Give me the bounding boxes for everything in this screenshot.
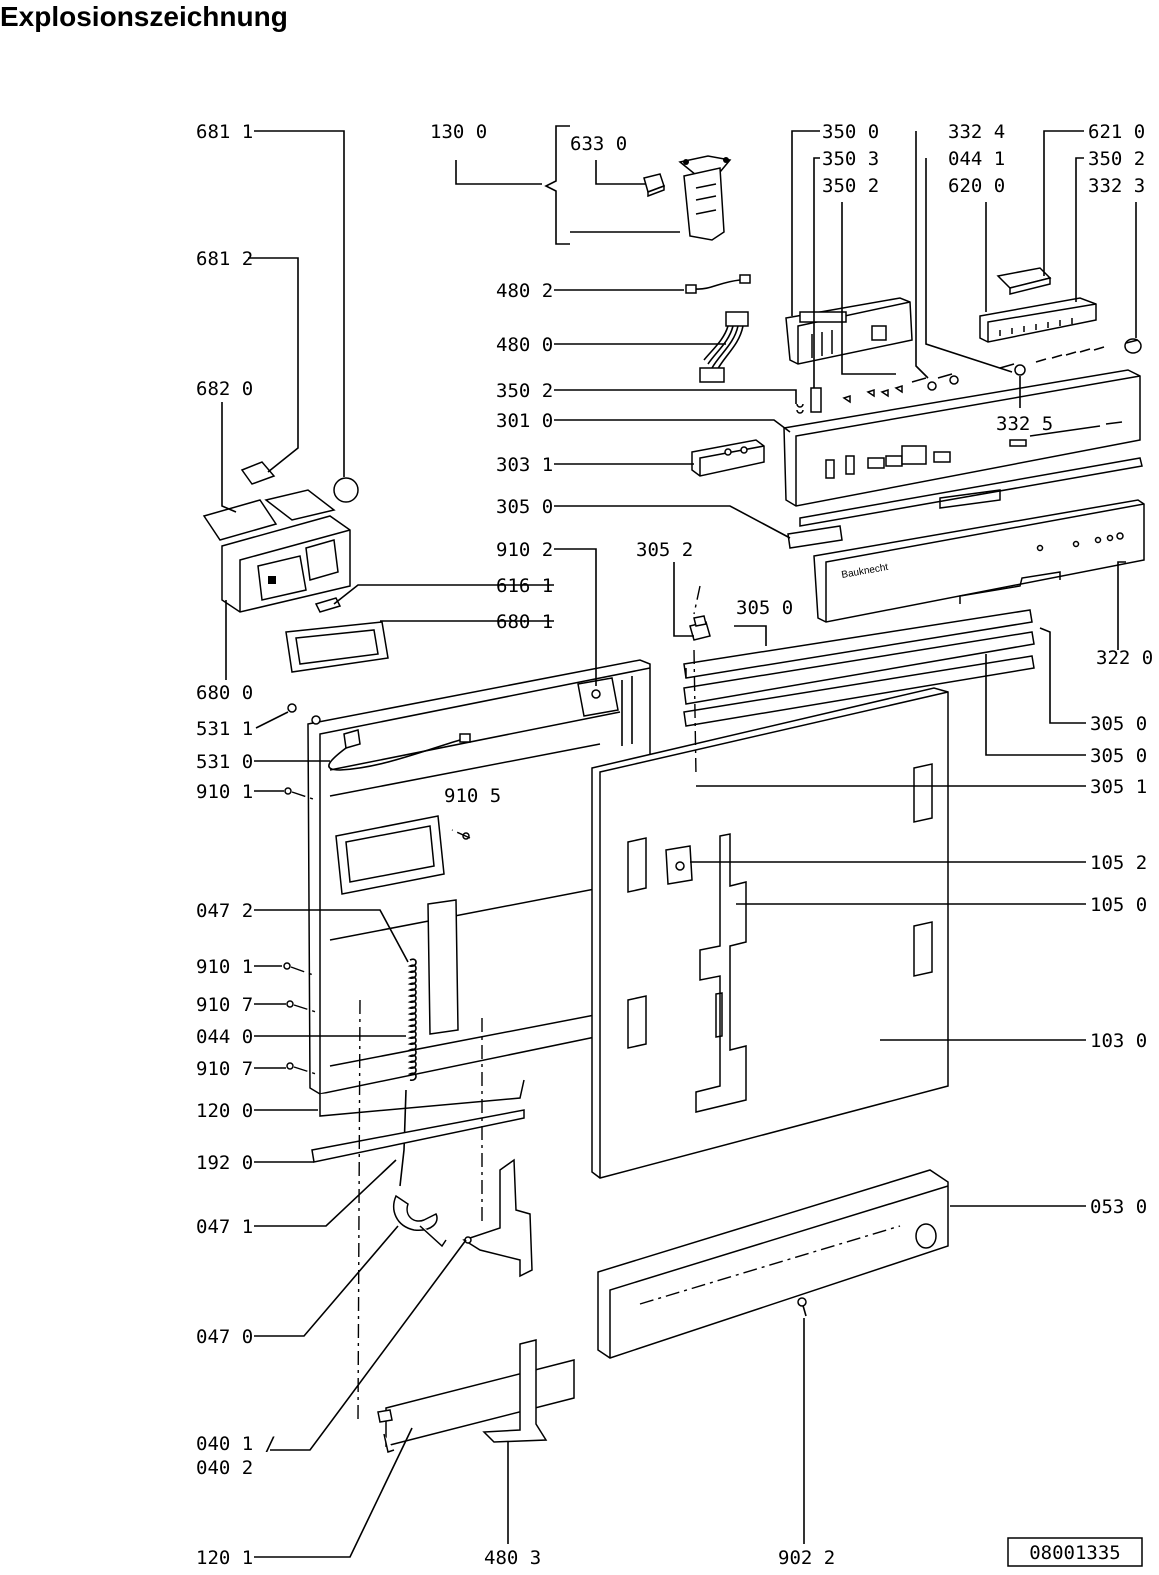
label-301-0: 301 0 xyxy=(496,410,553,432)
part-0530-bottom-bar xyxy=(597,1169,949,1359)
part-3502-clips xyxy=(796,373,959,414)
label-682-0: 682 0 xyxy=(196,378,253,400)
label-350-2-top: 350 2 xyxy=(1088,148,1145,170)
label-332-3: 332 3 xyxy=(1088,175,1145,197)
label-105-2: 105 2 xyxy=(1090,852,1147,874)
part-0470-hinge xyxy=(393,1194,447,1248)
label-531-0: 531 0 xyxy=(196,751,253,773)
part-6812-lid xyxy=(240,461,276,485)
label-047-1: 047 1 xyxy=(196,1216,253,1238)
label-910-1-a: 910 1 xyxy=(196,781,253,803)
label-332-4: 332 4 xyxy=(948,121,1005,143)
part-3220-fascia: Bauknecht xyxy=(813,499,1145,623)
part-3500-board xyxy=(785,297,913,365)
drawing-number-box xyxy=(1007,1537,1143,1567)
label-910-2: 910 2 xyxy=(496,539,553,561)
part-4802-cable xyxy=(685,274,751,294)
label-902-2: 902 2 xyxy=(778,1547,835,1569)
label-350-2: 350 2 xyxy=(822,175,879,197)
part-6200-module xyxy=(979,297,1105,363)
label-305-0-a: 305 0 xyxy=(496,496,553,518)
label-350-2-mid: 350 2 xyxy=(496,380,553,402)
screws-910 xyxy=(283,787,471,1075)
label-910-7-b: 910 7 xyxy=(196,1058,253,1080)
drawing-number: 08001335 xyxy=(1029,1542,1121,1564)
part-3031-button-block xyxy=(691,439,765,477)
label-621-0: 621 0 xyxy=(1088,121,1145,143)
part-3323-knob xyxy=(1124,338,1142,354)
label-322-0: 322 0 xyxy=(1096,647,1153,669)
leader-lines xyxy=(221,130,1137,1558)
label-120-1: 120 1 xyxy=(196,1547,253,1569)
part-latch-assembly xyxy=(678,155,732,241)
part-1030-door-panel xyxy=(591,687,949,1179)
part-633-clip xyxy=(643,173,665,198)
part-6820-dispenser xyxy=(202,489,351,613)
label-680-1: 680 1 xyxy=(496,611,553,633)
label-680-0: 680 0 xyxy=(196,682,253,704)
label-305-0-c: 305 0 xyxy=(1090,713,1147,735)
label-350-3: 350 3 xyxy=(822,148,879,170)
label-120-0: 120 0 xyxy=(196,1100,253,1122)
part-6161-clip xyxy=(314,597,342,613)
part-6210-board xyxy=(996,267,1052,295)
label-480-2: 480 2 xyxy=(496,280,553,302)
label-047-0: 047 0 xyxy=(196,1326,253,1348)
bracket-1300 xyxy=(544,125,570,245)
part-0472-spring xyxy=(399,958,417,1187)
part-3050-rails xyxy=(683,609,1035,727)
part-1200-inner-door xyxy=(307,659,651,1117)
label-910-1-b: 910 1 xyxy=(196,956,253,978)
label-480-3: 480 3 xyxy=(484,1547,541,1569)
part-labels: 681 1 130 0 633 0 350 0 332 4 621 0 350 … xyxy=(196,121,1153,1569)
part-3503-strip xyxy=(810,387,822,413)
label-480-0: 480 0 xyxy=(496,334,553,356)
label-910-7-a: 910 7 xyxy=(196,994,253,1016)
label-332-5: 332 5 xyxy=(996,413,1053,435)
part-6801-seal xyxy=(285,621,389,673)
part-9022-screw xyxy=(797,1297,807,1317)
label-681-1: 681 1 xyxy=(196,121,253,143)
label-053-0: 053 0 xyxy=(1090,1196,1147,1218)
label-044-1: 044 1 xyxy=(948,148,1005,170)
part-4800-harness xyxy=(699,311,749,383)
assembly-axes xyxy=(357,585,701,1421)
label-044-0: 044 0 xyxy=(196,1026,253,1048)
label-305-0-d: 305 0 xyxy=(1090,745,1147,767)
label-910-5: 910 5 xyxy=(444,785,501,807)
parts: Bauknecht xyxy=(202,125,1145,1453)
label-047-2: 047 2 xyxy=(196,900,253,922)
label-192-0: 192 0 xyxy=(196,1152,253,1174)
label-616-1: 616 1 xyxy=(496,575,553,597)
part-4803-bracket xyxy=(482,1339,548,1443)
label-305-1: 305 1 xyxy=(1090,776,1147,798)
label-350-0: 350 0 xyxy=(822,121,879,143)
label-040-2: 040 2 xyxy=(196,1457,253,1479)
part-0401-bracket xyxy=(462,1158,533,1278)
part-5310-cable xyxy=(328,729,471,771)
label-633-0: 633 0 xyxy=(570,133,627,155)
label-130-0: 130 0 xyxy=(430,121,487,143)
label-103-0: 103 0 xyxy=(1090,1030,1147,1052)
label-105-0: 105 0 xyxy=(1090,894,1147,916)
part-6811-cap xyxy=(333,477,359,503)
part-3325-knob xyxy=(1014,364,1026,376)
label-040-1: 040 1 / xyxy=(196,1433,276,1455)
label-305-2: 305 2 xyxy=(636,539,693,561)
label-303-1: 303 1 xyxy=(496,454,553,476)
part-5311-grommet xyxy=(287,703,297,713)
page-title: Explosionszeichnung xyxy=(0,1,288,32)
part-1920-strip xyxy=(311,1109,525,1163)
part-3050-strip-small xyxy=(787,525,843,549)
part-3010-panel-housing xyxy=(783,369,1143,527)
part-1052-clip xyxy=(665,845,693,885)
label-305-0-b: 305 0 xyxy=(736,597,793,619)
label-681-2: 681 2 xyxy=(196,248,253,270)
label-620-0: 620 0 xyxy=(948,175,1005,197)
label-531-1: 531 1 xyxy=(196,718,253,740)
